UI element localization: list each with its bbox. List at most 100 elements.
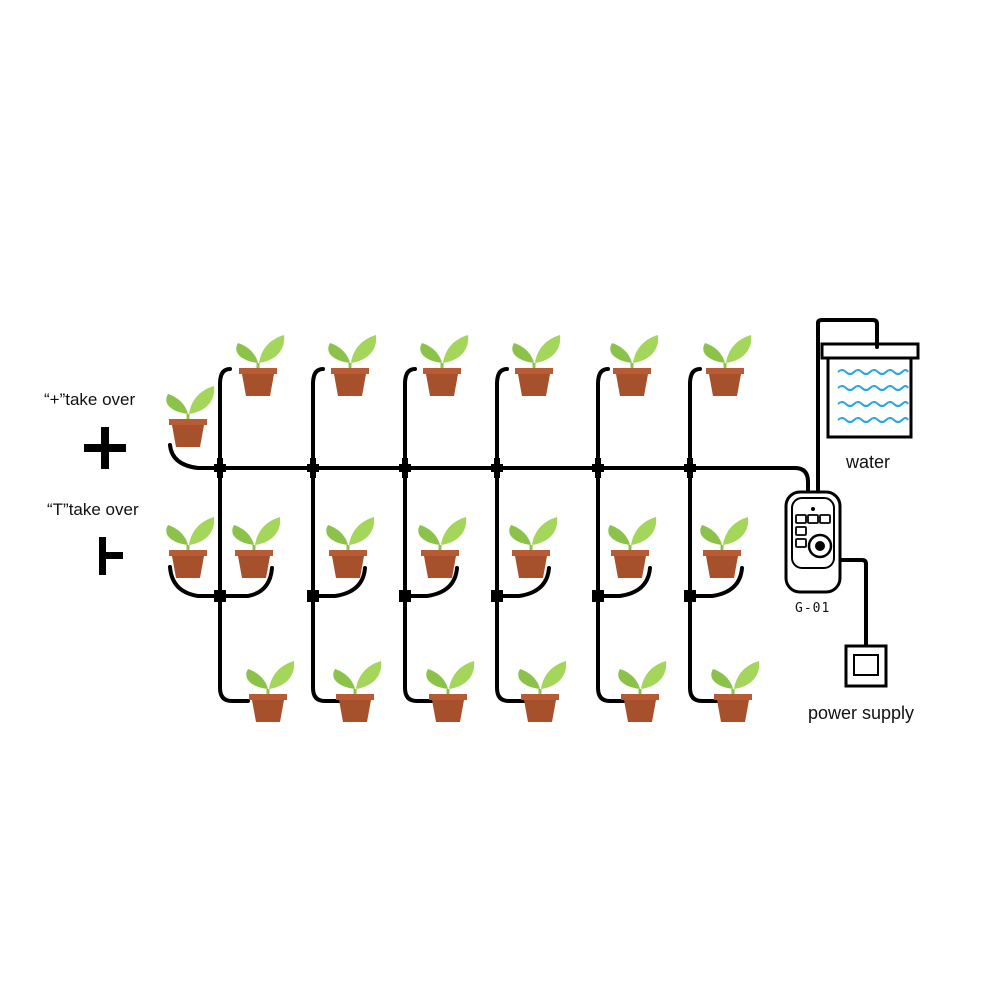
plus-fitting-label: “+”take over (44, 390, 136, 409)
pot-body (518, 374, 550, 396)
left-leaf (426, 669, 448, 689)
left-leaf (232, 525, 254, 545)
right-leaf (255, 517, 281, 545)
pot-rim (169, 419, 207, 425)
cross-fitting (402, 458, 408, 478)
bottom-row-plant (618, 661, 667, 722)
right-leaf (189, 386, 215, 414)
left-leaf (700, 525, 722, 545)
power-supply-label: power supply (808, 703, 915, 723)
lower-branch-pipe (495, 466, 527, 703)
main-supply-line (168, 443, 810, 497)
left-leaf (420, 343, 442, 363)
left-leaf (610, 343, 632, 363)
upper-branch-pipe (403, 367, 417, 470)
middle-branch-pipe (403, 566, 459, 598)
power-outlet (844, 644, 888, 688)
water-tank (820, 342, 920, 439)
lower-branch-pipe (596, 466, 628, 703)
controller-button (819, 514, 831, 524)
left-leaf (166, 525, 188, 545)
left-leaf (518, 669, 540, 689)
tee-fitting (214, 590, 226, 602)
pot-rim (329, 550, 367, 556)
pot-rim (515, 368, 553, 374)
bottom-row-plant (711, 661, 760, 722)
plus-connector-icon (101, 427, 109, 469)
fitting-legend (84, 427, 126, 575)
lower-branch-pipe (311, 466, 343, 703)
water-wave (837, 417, 909, 423)
upper-branch-pipe (311, 367, 325, 470)
pot-body (172, 556, 204, 578)
top-row-plant (328, 335, 377, 396)
right-leaf (349, 517, 375, 545)
pot-body (172, 425, 204, 447)
plant-pots (166, 335, 760, 722)
cross-fitting (687, 458, 693, 478)
pot-rim (423, 368, 461, 374)
controller-button (795, 538, 807, 548)
right-leaf (723, 517, 749, 545)
pot-rim (239, 368, 277, 374)
middle-row-plant (608, 517, 657, 578)
tee-fitting (491, 590, 503, 602)
middle-row-plant (418, 517, 467, 578)
controller-dial (807, 533, 833, 559)
tee-fitting (592, 590, 604, 602)
middle-row-plant (166, 517, 215, 578)
pot-body (334, 374, 366, 396)
pot-body (524, 700, 556, 722)
right-leaf (441, 517, 467, 545)
left-leaf (326, 525, 348, 545)
left-leaf (246, 669, 268, 689)
pot-rim (714, 694, 752, 700)
right-leaf (734, 661, 760, 689)
right-leaf (631, 517, 657, 545)
middle-row-plant (700, 517, 749, 578)
cross-fitting (310, 458, 316, 478)
controller-button (795, 526, 807, 536)
pot-body (616, 374, 648, 396)
pot-rim (613, 368, 651, 374)
pot-body (426, 374, 458, 396)
left-leaf (333, 669, 355, 689)
right-leaf (351, 335, 377, 363)
middle-branch-pipe (596, 566, 652, 598)
tank-feed-line (816, 318, 879, 492)
pot-rim (249, 694, 287, 700)
right-leaf (443, 335, 469, 363)
cross-fitting (217, 458, 223, 478)
top-row-plant (420, 335, 469, 396)
pot-rim (703, 550, 741, 556)
water-wave (837, 385, 909, 391)
top-row-plant (703, 335, 752, 396)
middle-branch-pipe (311, 566, 367, 598)
right-leaf (269, 661, 295, 689)
pot-rim (421, 550, 459, 556)
right-leaf (633, 335, 659, 363)
controller-panel (791, 497, 835, 569)
pot-rim (336, 694, 374, 700)
right-leaf (535, 335, 561, 363)
t-fitting-label: “T”take over (47, 500, 139, 519)
outlet-plate (844, 644, 888, 688)
lower-branch-pipe (688, 466, 720, 703)
irrigation-controller (784, 490, 842, 594)
bottom-row-plant (518, 661, 567, 722)
bottom-row-plant (333, 661, 382, 722)
water-label: water (846, 452, 891, 472)
left-leaf (236, 343, 258, 363)
pot-rim (429, 694, 467, 700)
right-leaf (356, 661, 382, 689)
pot-rim (512, 550, 550, 556)
cross-fitting (595, 458, 601, 478)
water-wave (837, 401, 909, 407)
pot-rim (621, 694, 659, 700)
left-leaf (328, 343, 350, 363)
water-wave (837, 369, 909, 375)
tank-body (826, 358, 913, 439)
pot-rim (706, 368, 744, 374)
